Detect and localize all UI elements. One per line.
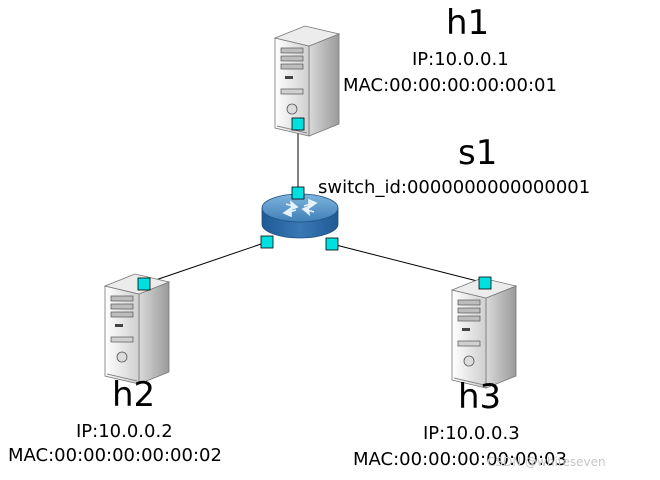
host-h1-mac: MAC:00:00:00:00:00:01 xyxy=(343,75,557,96)
port-s1-north xyxy=(291,186,305,200)
host-h1-ip: IP:10.0.0.1 xyxy=(412,49,509,70)
host-h3-mac: MAC:00:00:00:00:00:03 xyxy=(353,449,567,470)
port-h2 xyxy=(137,277,151,291)
host-h1-server-icon xyxy=(274,25,340,137)
link-s1-h3 xyxy=(331,243,486,284)
host-h1-name: h1 xyxy=(446,3,490,43)
switch-s1-id: switch_id:0000000000000001 xyxy=(318,177,591,198)
host-h2-server-icon xyxy=(104,273,170,385)
host-h3-ip: IP:10.0.0.3 xyxy=(423,423,520,444)
port-h1 xyxy=(291,117,305,131)
watermark: CSDN @whiteseven xyxy=(487,455,606,469)
host-h3-server-icon xyxy=(451,277,517,389)
port-s1-west xyxy=(260,235,274,249)
switch-s1-router-icon xyxy=(261,193,339,239)
link-s1-h2 xyxy=(143,241,268,285)
switch-s1-name: s1 xyxy=(458,133,498,173)
host-h2-mac: MAC:00:00:00:00:00:02 xyxy=(8,445,222,466)
host-h2-ip: IP:10.0.0.2 xyxy=(76,421,173,442)
host-h2-name: h2 xyxy=(112,375,156,415)
port-s1-east xyxy=(325,237,339,251)
port-h3 xyxy=(478,276,492,290)
host-h3-name: h3 xyxy=(458,377,502,417)
